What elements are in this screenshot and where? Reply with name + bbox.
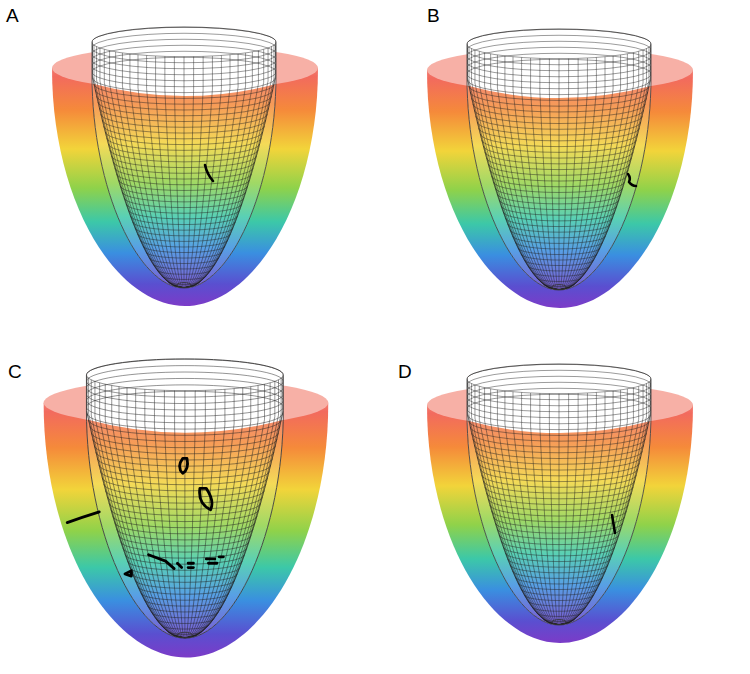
ventricle-model — [0, 0, 375, 337]
scar-mark — [628, 174, 636, 186]
inner-cavity — [375, 337, 750, 674]
panel-letter: D — [398, 362, 412, 381]
scar-mark — [200, 488, 212, 509]
panel-letter: A — [6, 6, 19, 25]
scar-mark — [205, 165, 213, 181]
scar-mark — [206, 559, 217, 563]
ventricle-model — [0, 330, 389, 674]
scar-mark — [125, 571, 131, 576]
scar-mark — [219, 555, 223, 558]
scar-mark — [612, 515, 615, 533]
scar-mark — [180, 458, 188, 473]
inner-cavity — [0, 0, 375, 337]
panel-letter: B — [427, 6, 440, 25]
inner-cavity — [375, 2, 750, 339]
scar-mark — [188, 563, 193, 567]
panel-letter: C — [8, 362, 22, 381]
scar-mark — [149, 555, 175, 569]
scar-mark — [177, 563, 181, 567]
ventricle-model — [375, 2, 750, 339]
inner-cavity — [0, 330, 389, 674]
ventricle-model — [375, 337, 750, 674]
scar-mark — [67, 512, 99, 523]
